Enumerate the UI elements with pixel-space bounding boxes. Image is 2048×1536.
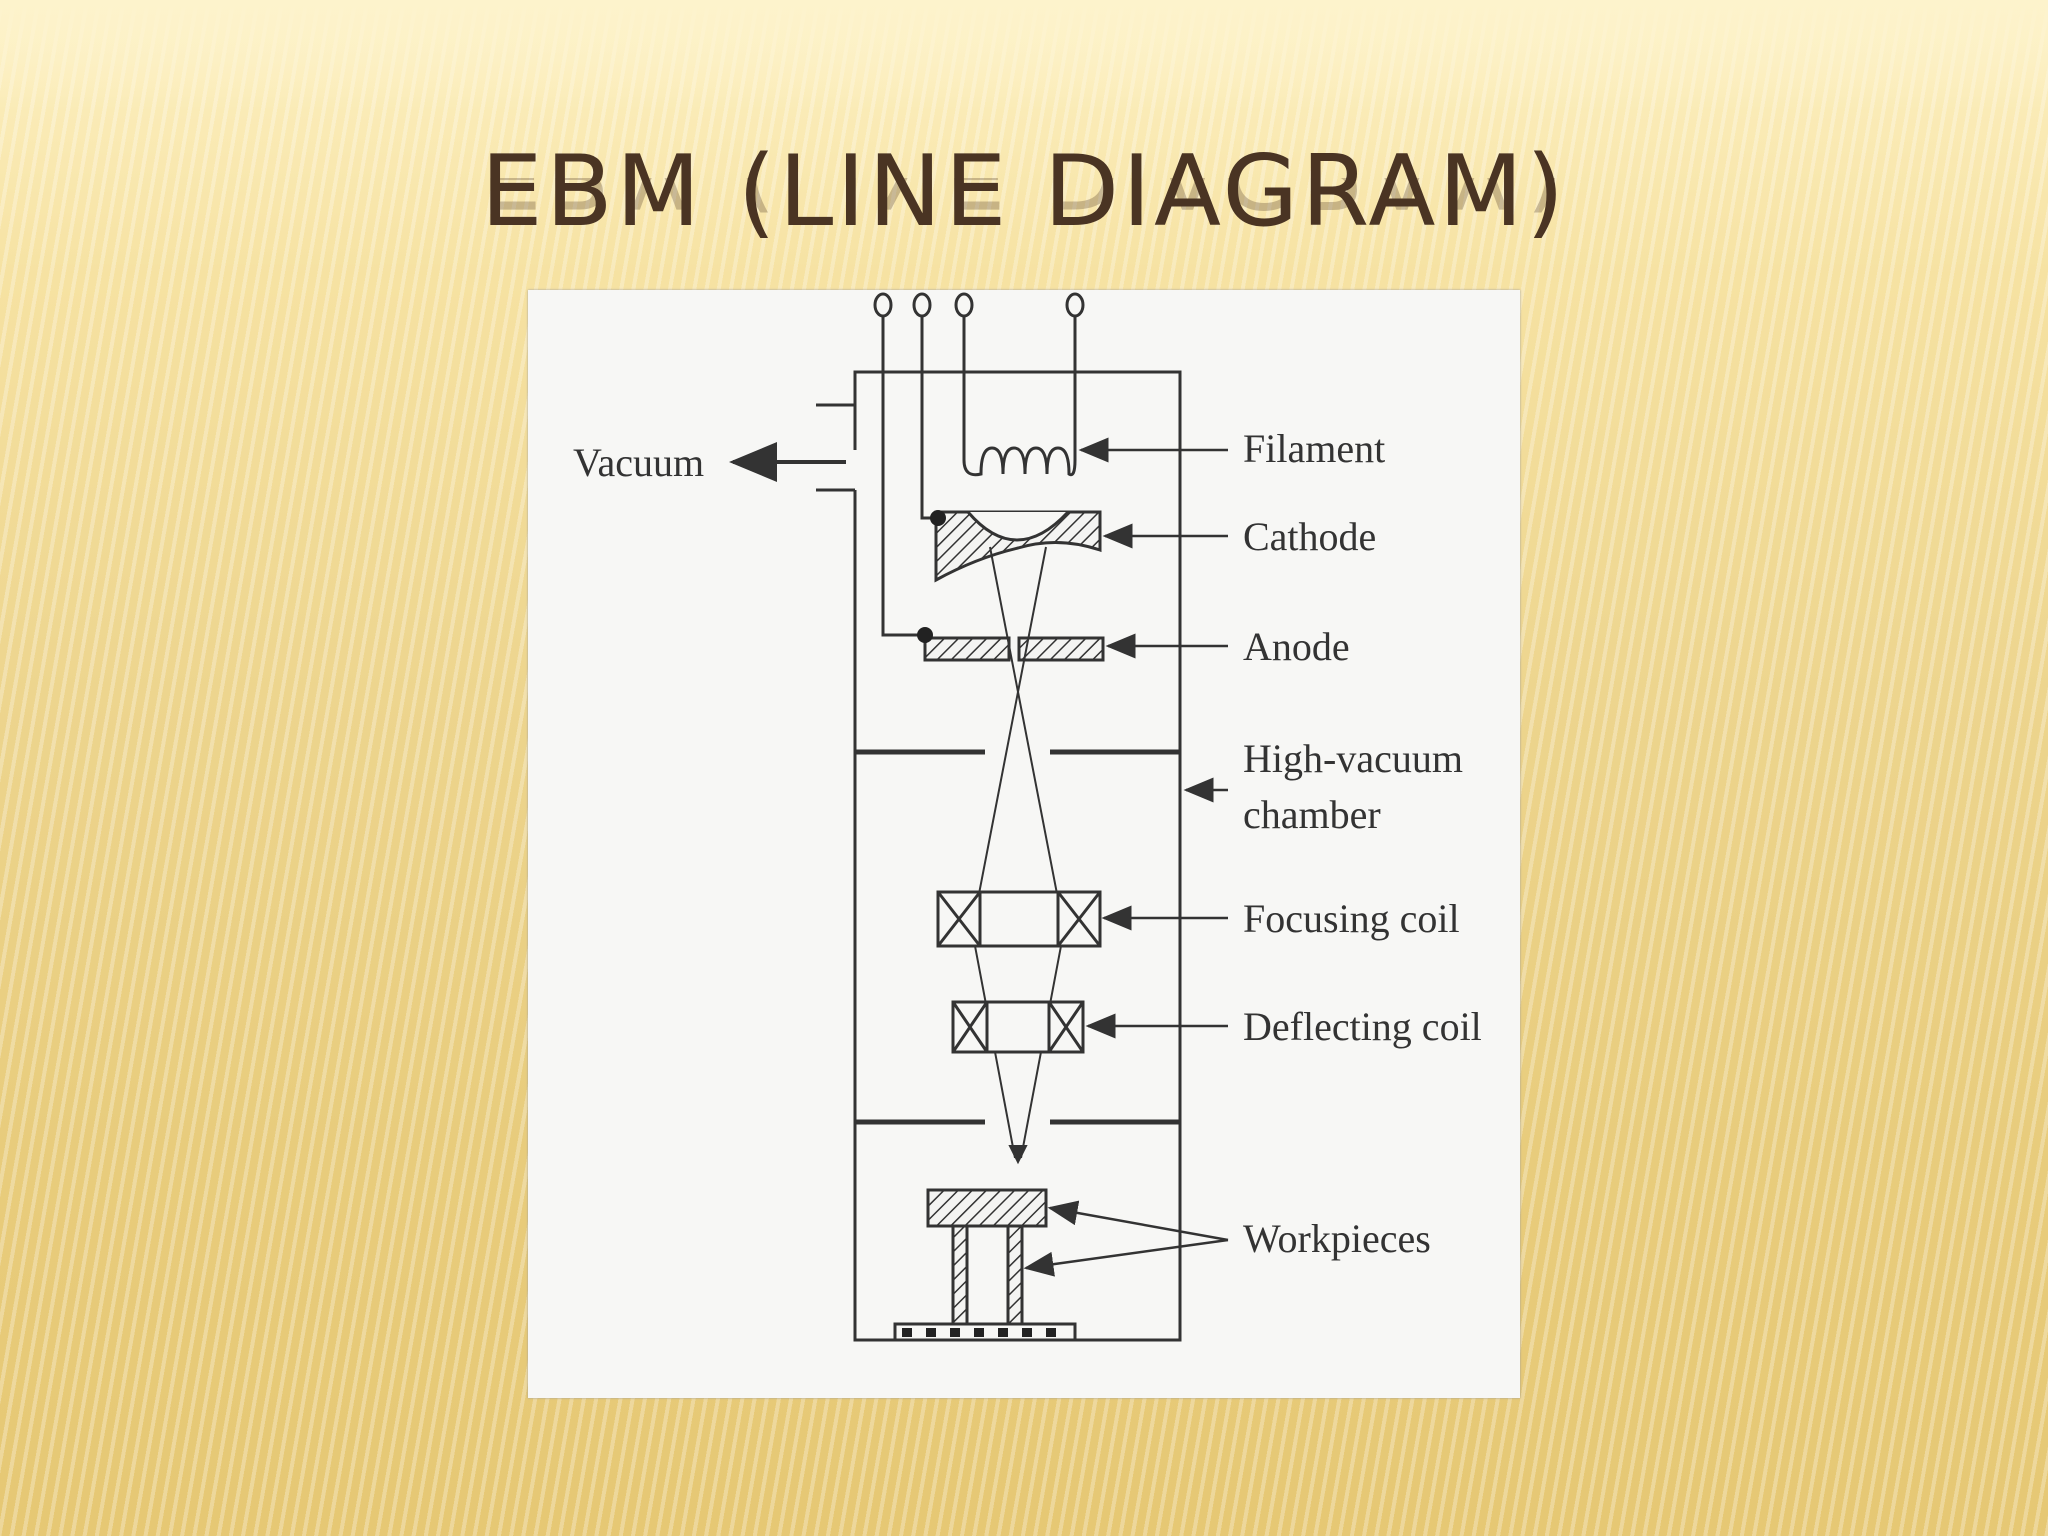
- deflecting-coil: [951, 1000, 1085, 1054]
- focusing-coil: [936, 890, 1102, 948]
- label-focusing-coil: Focusing coil: [1243, 896, 1460, 941]
- label-workpieces: Workpieces: [1243, 1216, 1431, 1261]
- label-deflecting-coil: Deflecting coil: [1243, 1004, 1482, 1049]
- label-chamber-line1: High-vacuum: [1243, 736, 1463, 781]
- workpieces: [893, 1188, 1077, 1342]
- cathode: [930, 510, 1102, 583]
- leader-lines: [1023, 437, 1229, 1277]
- label-vacuum: Vacuum: [573, 440, 704, 485]
- aperture-plates: [855, 749, 1180, 1125]
- terminals: [873, 292, 1085, 318]
- background-glow: [0, 0, 2048, 110]
- label-chamber-line2: chamber: [1243, 792, 1381, 837]
- slide-title-reflection: EBM (LINE DIAGRAM): [0, 178, 2048, 228]
- anode: [917, 627, 1105, 662]
- ebm-line-diagram: Vacuum Filament Cathode Anode High-vacuu…: [528, 290, 1520, 1398]
- slide-title: EBM (LINE DIAGRAM): [480, 135, 1568, 249]
- diagram-canvas: Vacuum Filament Cathode Anode High-vacuu…: [573, 292, 1482, 1342]
- filament-coil: [962, 446, 1077, 477]
- label-filament: Filament: [1243, 426, 1385, 471]
- label-cathode: Cathode: [1243, 514, 1376, 559]
- chamber-wall: [816, 370, 1182, 1342]
- label-anode: Anode: [1243, 624, 1350, 669]
